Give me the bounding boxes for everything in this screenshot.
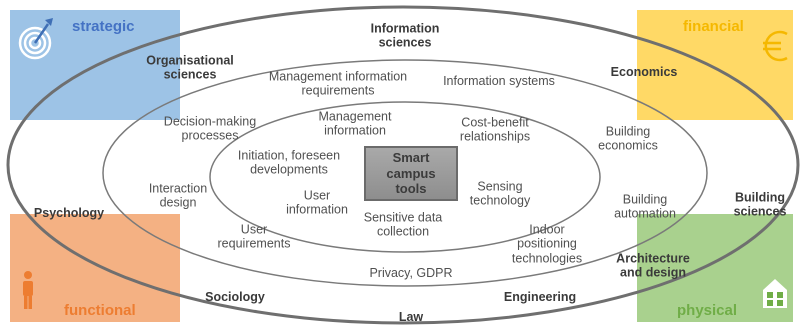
functional-quadrant — [10, 214, 180, 322]
euro-icon — [763, 30, 788, 62]
house-icon — [763, 279, 787, 308]
inner-ring — [209, 101, 601, 253]
discipline-psychology: Psychology — [33, 205, 105, 220]
discipline-economics: Economics — [610, 64, 678, 79]
outer-ring — [6, 5, 800, 325]
functional-label: functional — [64, 302, 136, 319]
physical-label: physical — [677, 302, 738, 319]
discipline-sociology: Sociology — [205, 289, 265, 304]
financial-label: financial — [683, 18, 744, 35]
topic-information-systems: Information systems — [443, 73, 555, 88]
person-icon — [23, 271, 33, 309]
middle-ring — [102, 59, 708, 287]
strategic-label: strategic — [72, 18, 135, 35]
topic-privacy-gdpr: Privacy, GDPR — [369, 265, 453, 280]
discipline-engineering: Engineering — [503, 289, 577, 304]
target-icon — [18, 18, 53, 60]
discipline-law: Law — [398, 309, 424, 324]
